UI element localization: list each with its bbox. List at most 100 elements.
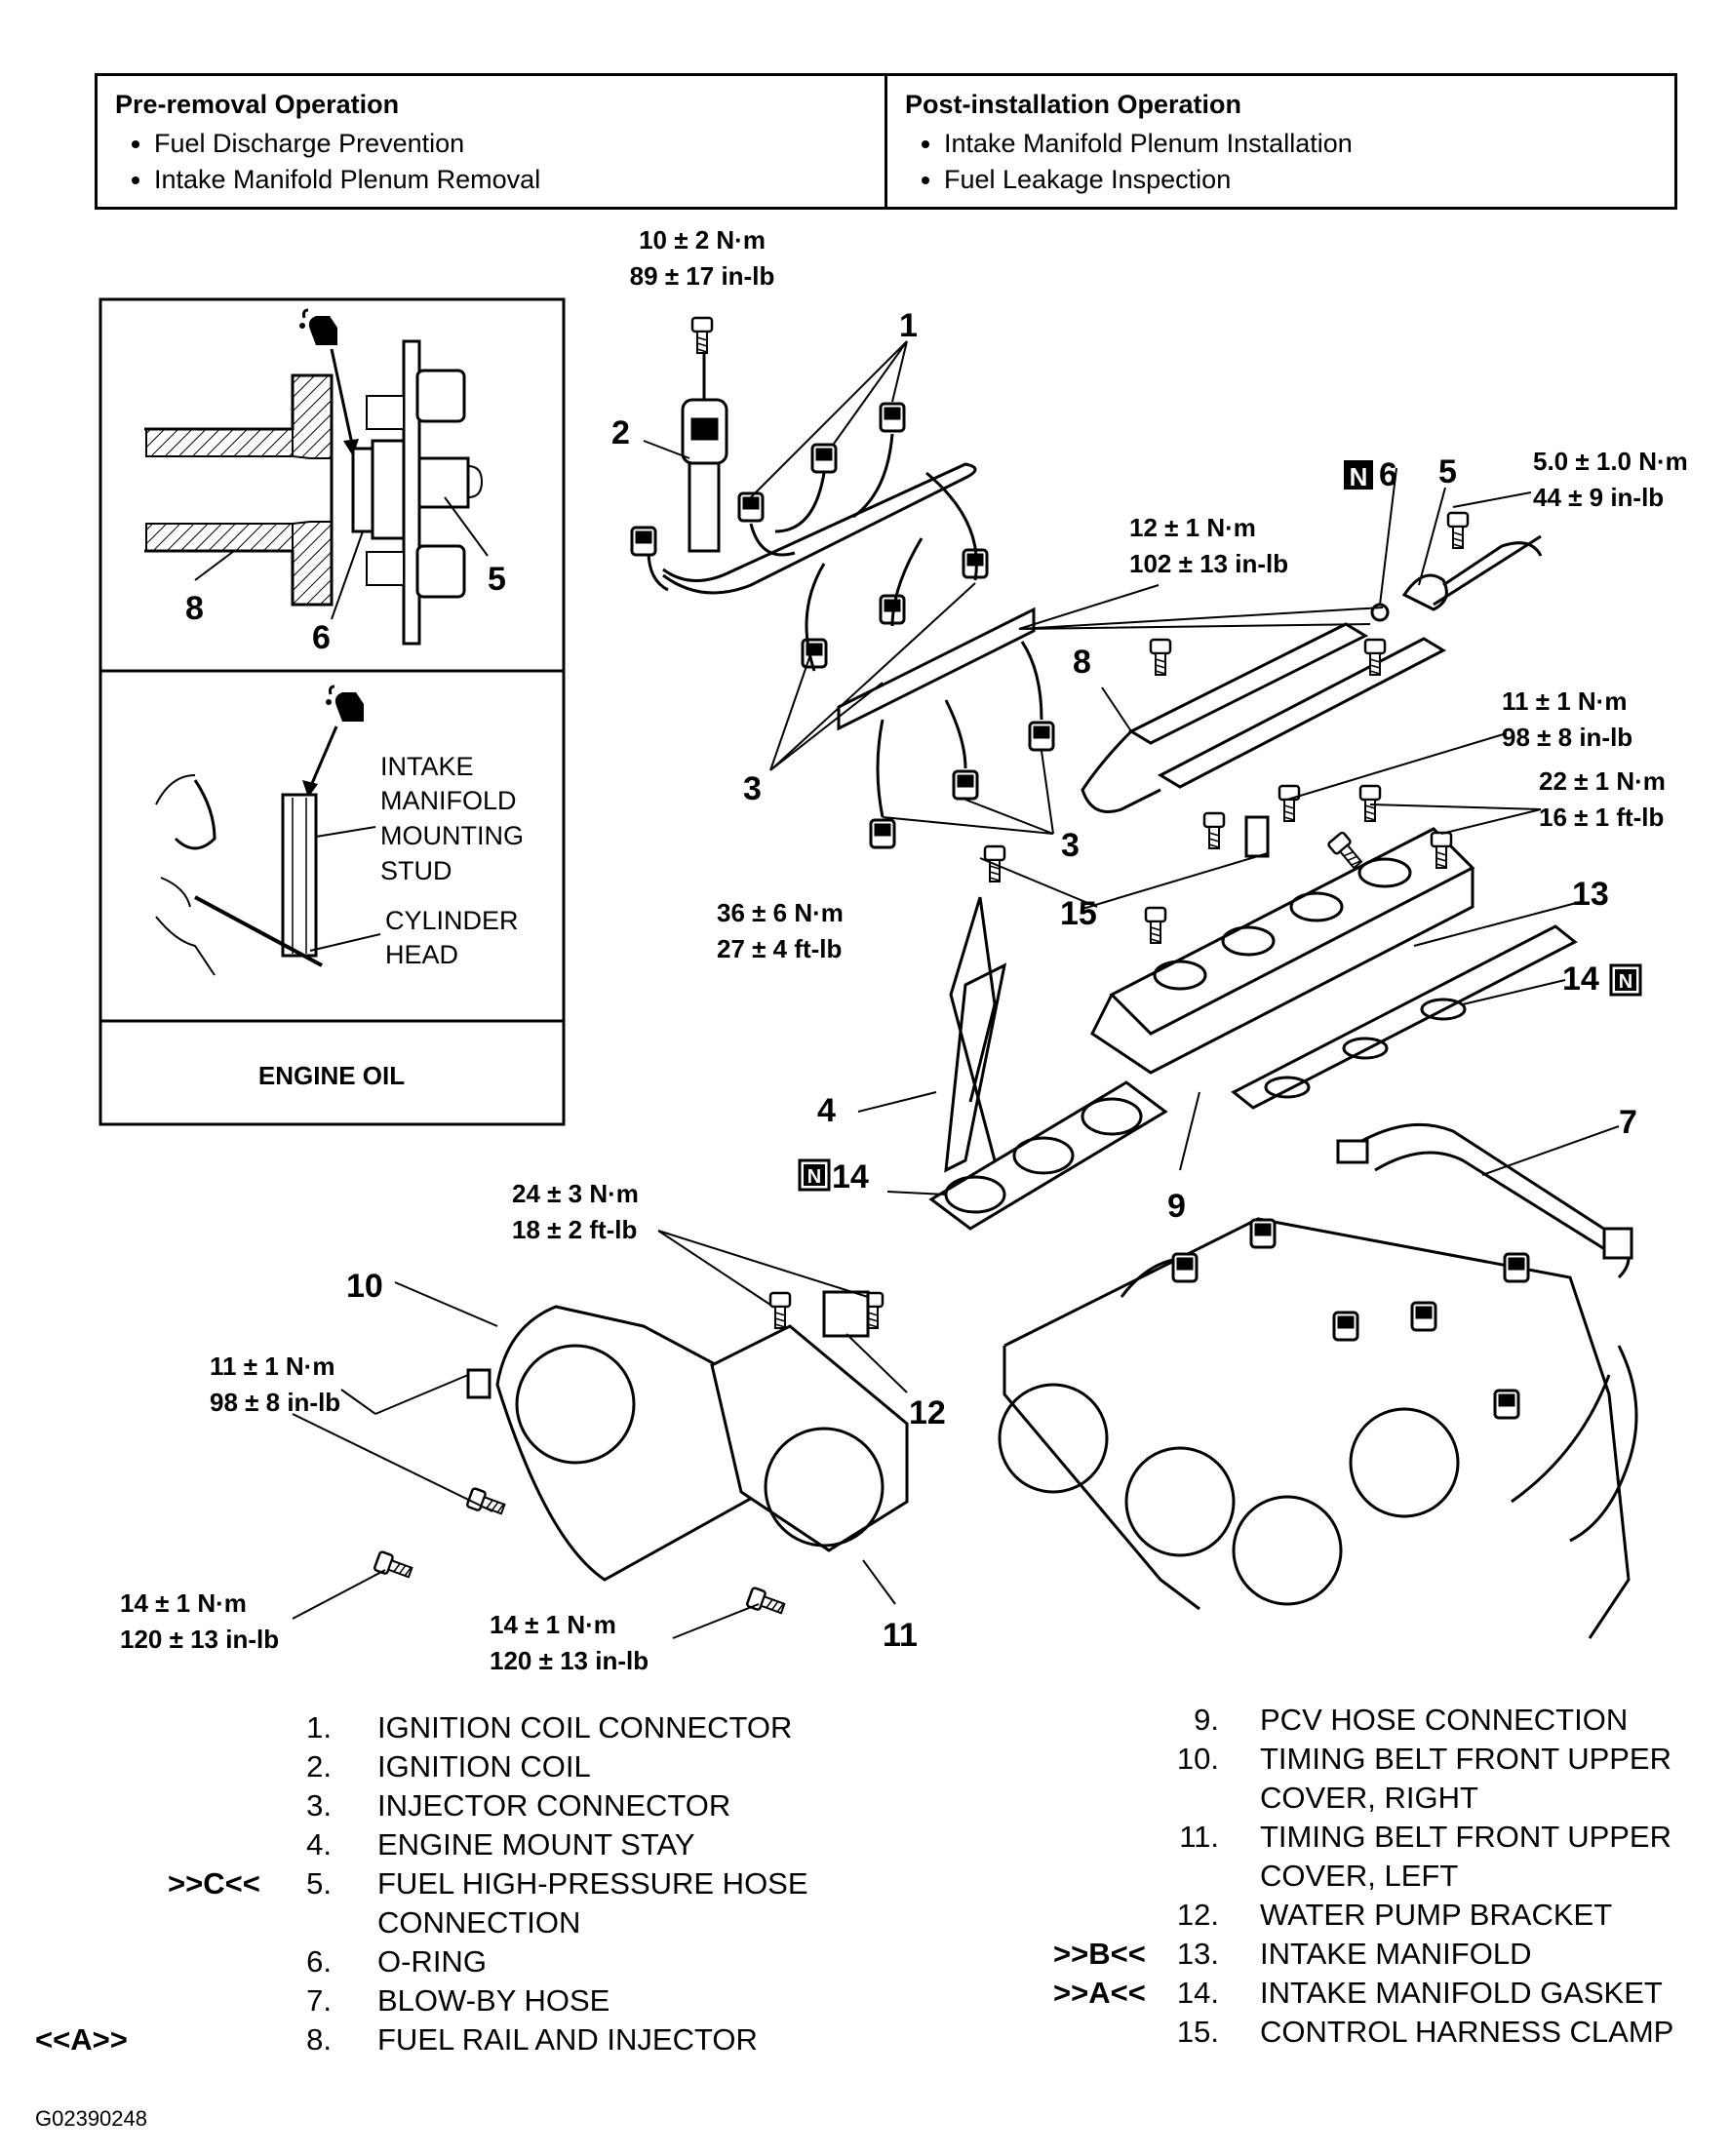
list-item: Fuel Leakage Inspection — [944, 162, 1657, 198]
oil-can-icon — [297, 308, 339, 347]
callout-8: 8 — [1073, 644, 1091, 681]
legend-right: 9. PCV HOSE CONNECTION 10. TIMING BELT FRON… — [1034, 1701, 1730, 2052]
legend-item: >>B<< 13. INTAKE MANIFOLD — [1034, 1935, 1730, 1974]
callout-12: 12 — [909, 1394, 946, 1431]
part-callouts: 1 2 3 3 4 5 N 6 7 8 9 10 11 12 13 14 N N… — [346, 307, 1642, 1654]
inset-callout-6: 6 — [312, 619, 331, 656]
legend-item: COVER, RIGHT — [1034, 1779, 1730, 1818]
timing-belt-covers — [372, 811, 1226, 1620]
legend-text: WATER PUMP BRACKET — [1260, 1898, 1613, 1932]
list-item: Intake Manifold Plenum Removal — [154, 162, 867, 198]
legend-text: INJECTOR CONNECTOR — [377, 1788, 731, 1823]
legend-number: 6. — [306, 1944, 332, 1979]
legend-number: 11. — [1179, 1820, 1219, 1854]
torque-spec: 11 ± 1 N·m — [210, 1352, 334, 1381]
torque-spec: 98 ± 8 in-lb — [210, 1388, 340, 1417]
legend-text: COVER, RIGHT — [1260, 1781, 1478, 1815]
legend-text: COVER, LEFT — [1260, 1859, 1459, 1893]
torque-specs: 10 ± 2 N·m 89 ± 17 in-lb 5.0 ± 1.0 N·m 4… — [120, 225, 1688, 1675]
callout-2: 2 — [611, 414, 630, 451]
post-installation-column: Post-installation Operation Intake Manif… — [885, 76, 1674, 207]
legend-number: 1. — [306, 1710, 332, 1744]
pre-removal-title: Pre-removal Operation — [115, 90, 400, 119]
operations-table: Pre-removal Operation Fuel Discharge Pre… — [95, 73, 1677, 210]
legend-number: 3. — [306, 1788, 332, 1823]
torque-spec: 36 ± 6 N·m — [717, 898, 844, 927]
torque-spec: 98 ± 8 in-lb — [1502, 723, 1632, 752]
torque-spec: 14 ± 1 N·m — [490, 1610, 616, 1639]
legend-number: 4. — [306, 1827, 332, 1862]
torque-spec: 102 ± 13 in-lb — [1129, 549, 1288, 578]
torque-spec: 120 ± 13 in-lb — [120, 1625, 279, 1654]
torque-spec: 14 ± 1 N·m — [120, 1588, 247, 1618]
head-label-line-2: HEAD — [385, 940, 458, 969]
torque-spec: 27 ± 4 ft-lb — [717, 934, 842, 963]
legend-text: CONNECTION — [377, 1905, 581, 1940]
inset-callout-5: 5 — [488, 561, 506, 598]
oil-can-icon — [324, 685, 366, 724]
new-part-marker: N — [798, 1158, 831, 1192]
torque-spec: 10 ± 2 N·m — [639, 225, 766, 255]
fuel-rail-group — [1081, 511, 1543, 858]
legend-item: CONNECTION — [0, 1903, 878, 1942]
legend-number: 7. — [306, 1983, 332, 2018]
post-installation-list: Intake Manifold Plenum Installation Fuel… — [905, 126, 1657, 198]
torque-spec: 18 ± 2 ft-lb — [512, 1215, 637, 1244]
callout-6: 6 — [1379, 456, 1397, 493]
post-installation-title: Post-installation Operation — [905, 90, 1242, 119]
legend-text: TIMING BELT FRONT UPPER — [1260, 1742, 1671, 1776]
list-item: Intake Manifold Plenum Installation — [944, 126, 1657, 162]
new-part-letter: N — [807, 1166, 821, 1188]
new-part-marker: N — [1609, 963, 1642, 997]
legend-item: 10. TIMING BELT FRONT UPPER — [1034, 1740, 1730, 1779]
legend-item: >>A<<14.INTAKE MANIFOLD GASKET — [1034, 1974, 1730, 2013]
callout-10: 10 — [346, 1268, 383, 1305]
pre-removal-column: Pre-removal Operation Fuel Discharge Pre… — [98, 76, 885, 207]
legend-number: 8. — [306, 2022, 332, 2057]
legend-text: CONTROL HARNESS CLAMP — [1260, 2015, 1674, 2049]
legend-number: 10. — [1176, 1742, 1219, 1776]
torque-spec: 24 ± 3 N·m — [512, 1179, 639, 1208]
legend-text: FUEL HIGH-PRESSURE HOSE — [377, 1866, 808, 1901]
stud-label-line-3: MOUNTING — [380, 821, 524, 850]
stud-label-line-2: MANIFOLD — [380, 786, 517, 815]
callout-3: 3 — [1061, 827, 1080, 864]
callout-5: 5 — [1438, 453, 1457, 490]
procedure-mark: >>A<< — [1053, 1976, 1146, 2010]
legend-text: INTAKE MANIFOLD — [1260, 1937, 1532, 1971]
callout-13: 13 — [1572, 876, 1609, 913]
legend-text: FUEL RAIL AND INJECTOR — [377, 2022, 758, 2057]
inset-callout-8: 8 — [185, 590, 204, 627]
legend-text: PCV HOSE CONNECTION — [1260, 1703, 1629, 1737]
list-item: Fuel Discharge Prevention — [154, 126, 867, 162]
torque-spec: 22 ± 1 N·m — [1539, 766, 1666, 796]
legend-item: 6.O-RING — [0, 1942, 878, 1981]
legend-item: <<A>> 8. FUEL RAIL AND INJECTOR — [0, 2020, 878, 2059]
legend-text: ENGINE MOUNT STAY — [377, 1827, 695, 1862]
callout-11: 11 — [883, 1617, 918, 1654]
legend-item: 12. WATER PUMP BRACKET — [1034, 1896, 1730, 1935]
torque-spec: 11 ± 1 N·m — [1502, 686, 1627, 716]
procedure-mark: <<A>> — [35, 2022, 128, 2057]
legend-number: 14. — [1176, 1976, 1219, 2010]
callout-3: 3 — [743, 770, 762, 807]
legend-number: 9. — [1194, 1703, 1219, 1737]
legend-text: IGNITION COIL — [377, 1749, 591, 1784]
legend-number: 2. — [306, 1749, 332, 1784]
callout-4: 4 — [817, 1092, 836, 1129]
legend-number: 12. — [1176, 1898, 1219, 1932]
legend-item: 3. INJECTOR CONNECTOR — [0, 1786, 878, 1825]
legend-number: 15. — [1176, 2015, 1219, 2049]
legend-item: 1. IGNITION COIL CONNECTOR — [0, 1708, 878, 1747]
new-part-letter: N — [1350, 462, 1368, 491]
callout-14: 14 — [832, 1158, 869, 1196]
torque-spec: 44 ± 9 in-lb — [1533, 483, 1664, 512]
legend-left: 1. IGNITION COIL CONNECTOR 2. IGNITION COIL… — [0, 1708, 878, 2059]
legend-text: IGNITION COIL CONNECTOR — [377, 1710, 793, 1744]
legend-number: 13. — [1176, 1937, 1219, 1971]
procedure-mark: >>B<< — [1053, 1937, 1146, 1971]
callout-14: 14 — [1562, 960, 1599, 998]
callout-9: 9 — [1167, 1188, 1186, 1225]
legend-item: 15. CONTROL HARNESS CLAMP — [1034, 2013, 1730, 2052]
